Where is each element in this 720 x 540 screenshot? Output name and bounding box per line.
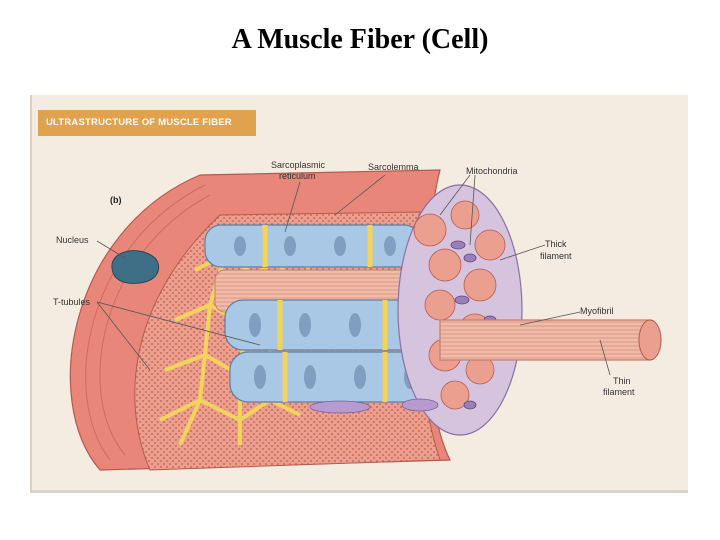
figure-banner: ULTRASTRUCTURE OF MUSCLE FIBER bbox=[38, 110, 256, 136]
label-reticulum: reticulum bbox=[279, 171, 316, 181]
label-t-tubules: T-tubules bbox=[53, 297, 91, 307]
panel-letter: (b) bbox=[110, 195, 122, 205]
label-thin: Thin bbox=[613, 376, 631, 386]
label-myofibril: Myofibril bbox=[580, 306, 614, 316]
label-thick: Thick bbox=[545, 239, 567, 249]
slide-title: A Muscle Fiber (Cell) bbox=[231, 24, 489, 55]
label-sarcolemma: Sarcolemma bbox=[368, 162, 419, 172]
nucleus-shape bbox=[111, 250, 160, 284]
label-sarcoplasmic: Sarcoplasmic bbox=[271, 160, 326, 170]
label-thin-filament: filament bbox=[603, 387, 635, 397]
myofibril-extended bbox=[439, 319, 662, 361]
label-mitochondria: Mitochondria bbox=[466, 166, 518, 176]
leader-lines bbox=[96, 174, 611, 376]
label-thick-filament: filament bbox=[540, 251, 572, 261]
label-nucleus: Nucleus bbox=[56, 235, 89, 245]
myofibril-bundles bbox=[204, 224, 441, 403]
fiber-end-cap bbox=[309, 184, 523, 436]
